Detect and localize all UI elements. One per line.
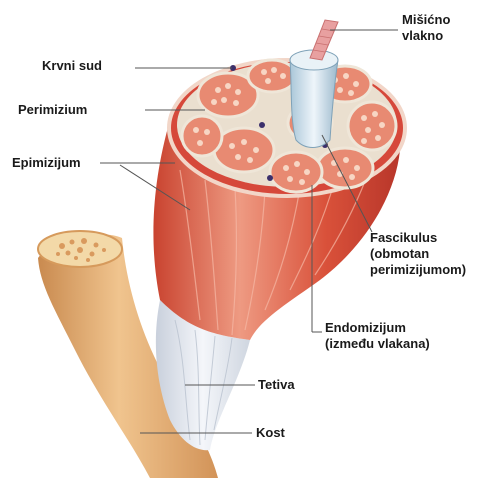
label-fascikulus: Fascikulus (obmotan perimizijumom) <box>370 230 466 278</box>
label-kost: Kost <box>256 425 285 441</box>
label-endomizijum: Endomizijum (između vlakana) <box>325 320 430 352</box>
label-krvni-sud: Krvni sud <box>42 58 102 74</box>
label-perimizium: Perimizium <box>18 102 87 118</box>
label-misicno-vlakno: Mišićno vlakno <box>402 12 450 44</box>
label-epimizijum: Epimizijum <box>12 155 81 171</box>
label-tetiva: Tetiva <box>258 377 295 393</box>
